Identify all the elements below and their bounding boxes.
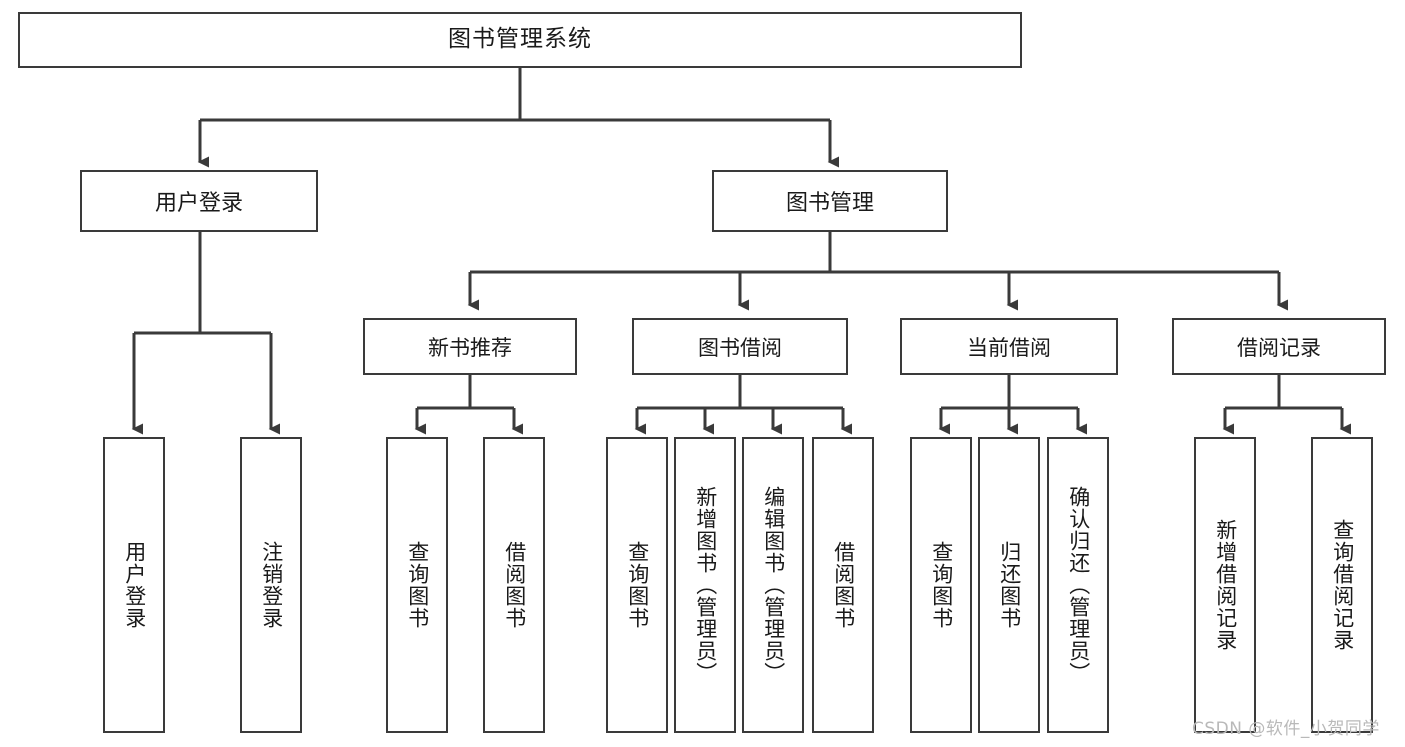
node-label: 查询图书 <box>405 541 430 629</box>
leaf-book-borrow-add-book-admin[interactable]: 新增图书（管理员） <box>674 437 736 733</box>
node-label: 查询借阅记录 <box>1330 519 1355 651</box>
leaf-current-borrow-query-book[interactable]: 查询图书 <box>910 437 972 733</box>
node-label: 编辑图书（管理员） <box>761 486 786 684</box>
node-root-system[interactable]: 图书管理系统 <box>18 12 1022 68</box>
leaf-borrow-record-add-record[interactable]: 新增借阅记录 <box>1194 437 1256 733</box>
leaf-new-book-borrow-book[interactable]: 借阅图书 <box>483 437 545 733</box>
node-label: 新书推荐 <box>428 335 512 360</box>
node-label: 归还图书 <box>997 541 1022 629</box>
node-current-borrow[interactable]: 当前借阅 <box>900 318 1118 375</box>
leaf-borrow-record-query-record[interactable]: 查询借阅记录 <box>1311 437 1373 733</box>
node-new-book-recommend[interactable]: 新书推荐 <box>363 318 577 375</box>
node-label: 查询图书 <box>625 541 650 629</box>
node-label: 借阅图书 <box>831 541 856 629</box>
node-label: 新增图书（管理员） <box>693 486 718 684</box>
leaf-user-login-logout[interactable]: 注销登录 <box>240 437 302 733</box>
node-book-management[interactable]: 图书管理 <box>712 170 948 232</box>
node-label: 确认归还（管理员） <box>1066 486 1091 684</box>
node-label: 借阅记录 <box>1237 335 1321 360</box>
node-user-login[interactable]: 用户登录 <box>80 170 318 232</box>
node-label: 新增借阅记录 <box>1213 519 1238 651</box>
node-label: 图书管理 <box>785 191 874 216</box>
csdn-watermark: CSDN @软件_小贺同学 <box>1192 719 1380 739</box>
leaf-book-borrow-borrow-book[interactable]: 借阅图书 <box>812 437 874 733</box>
leaf-current-borrow-return-book[interactable]: 归还图书 <box>978 437 1040 733</box>
node-label: 当前借阅 <box>967 335 1051 360</box>
node-label: 图书借阅 <box>698 335 782 360</box>
leaf-new-book-query-book[interactable]: 查询图书 <box>386 437 448 733</box>
node-borrow-record[interactable]: 借阅记录 <box>1172 318 1386 375</box>
node-label: 注销登录 <box>259 541 284 629</box>
leaf-user-login-login[interactable]: 用户登录 <box>103 437 165 733</box>
node-label: 用户登录 <box>122 541 147 629</box>
node-label: 图书管理系统 <box>448 26 592 53</box>
leaf-book-borrow-query-book[interactable]: 查询图书 <box>606 437 668 733</box>
leaf-current-borrow-confirm-return-admin[interactable]: 确认归还（管理员） <box>1047 437 1109 733</box>
node-label: 查询图书 <box>929 541 954 629</box>
leaf-book-borrow-edit-book-admin[interactable]: 编辑图书（管理员） <box>742 437 804 733</box>
node-label: 借阅图书 <box>502 541 527 629</box>
node-book-borrow[interactable]: 图书借阅 <box>632 318 848 375</box>
node-label: 用户登录 <box>154 191 243 216</box>
